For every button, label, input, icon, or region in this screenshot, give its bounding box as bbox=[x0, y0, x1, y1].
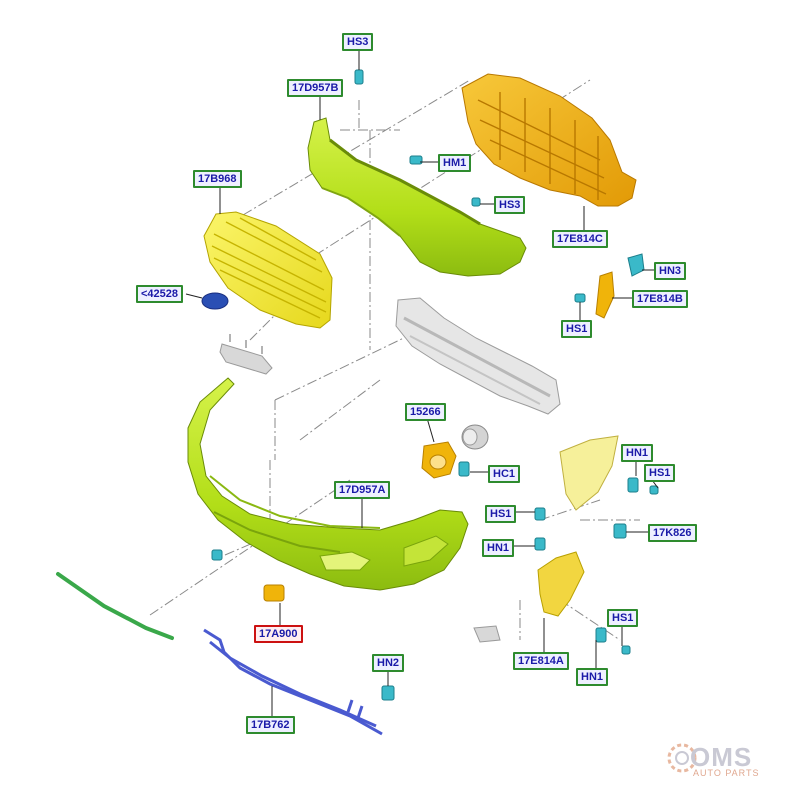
lower-strip bbox=[56, 572, 174, 640]
label-HS3-top: HS3 bbox=[342, 33, 374, 51]
ford-emblem bbox=[201, 292, 229, 310]
label-HN1-right: HN1 bbox=[621, 444, 654, 462]
bumper-cover-17D957A bbox=[187, 377, 469, 591]
bracket-17E814B bbox=[595, 253, 645, 319]
grille-17B968 bbox=[203, 211, 333, 329]
label-17B762: 17B762 bbox=[246, 716, 295, 734]
label-HS3-mid: HS3 bbox=[494, 196, 526, 214]
label-HS1-low: HS1 bbox=[607, 609, 639, 627]
label-17B968: 17B968 bbox=[193, 170, 242, 188]
label-HN2: HN2 bbox=[372, 654, 405, 672]
part-17A900 bbox=[263, 584, 285, 602]
lower-reinforcement-17B762 bbox=[203, 628, 383, 736]
label-17K826: 17K826 bbox=[648, 524, 697, 542]
label-HS1-right: HS1 bbox=[561, 320, 593, 338]
bracket-17E814A bbox=[537, 551, 585, 617]
label-HN1-low: HN1 bbox=[576, 668, 609, 686]
bumper-beam bbox=[395, 297, 561, 415]
label-17D957A: 17D957A bbox=[334, 481, 391, 499]
label-17A900: 17A900 bbox=[254, 625, 303, 643]
fasteners bbox=[211, 69, 659, 701]
label-17E814A: 17E814A bbox=[513, 652, 569, 670]
grille-lower-bracket bbox=[219, 334, 273, 375]
label-17E814B: 17E814B bbox=[632, 290, 688, 308]
label-42528: <42528 bbox=[136, 285, 184, 303]
sensor-bracket-left bbox=[473, 625, 501, 643]
label-HS1-right2: HS1 bbox=[644, 464, 676, 482]
label-HM1: HM1 bbox=[438, 154, 472, 172]
fog-lamp-15266 bbox=[421, 424, 489, 479]
label-HS1-mid: HS1 bbox=[485, 505, 517, 523]
construction-lines bbox=[149, 79, 640, 641]
upper-bumper-17D957B bbox=[307, 117, 527, 277]
label-HN3: HN3 bbox=[654, 262, 687, 280]
label-17E814C: 17E814C bbox=[552, 230, 608, 248]
watermark-brand: OMS bbox=[690, 742, 753, 772]
watermark-subtitle: AUTO PARTS bbox=[693, 768, 760, 778]
label-HC1: HC1 bbox=[488, 465, 521, 483]
label-HN1-mid: HN1 bbox=[482, 539, 515, 557]
upper-bracket-17E814C bbox=[461, 73, 637, 207]
label-15266: 15266 bbox=[405, 403, 446, 421]
label-17D957B: 17D957B bbox=[287, 79, 344, 97]
side-bracket-right bbox=[559, 435, 619, 511]
oms-logo-icon bbox=[667, 743, 697, 773]
